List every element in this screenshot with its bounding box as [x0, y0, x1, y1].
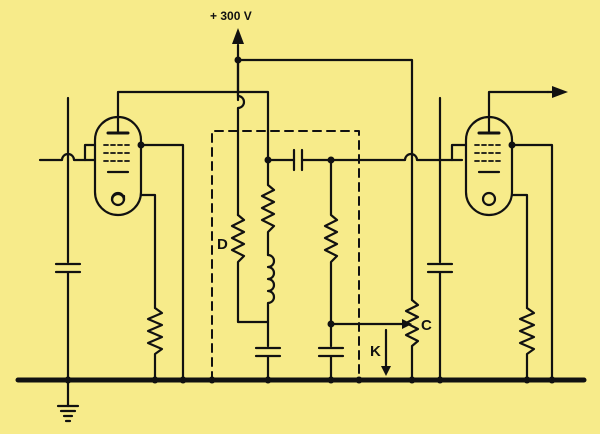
left-tube — [93, 90, 270, 217]
shield-box — [211, 130, 360, 381]
right-screen-lead — [510, 143, 554, 382]
right-tube — [464, 90, 550, 217]
right-capacitor — [426, 262, 454, 382]
right-cathode-resistor — [518, 306, 536, 382]
left-grid-link — [83, 143, 97, 162]
label-k: K — [370, 343, 381, 360]
coupling-capacitor — [292, 148, 304, 172]
left-capacitor — [54, 262, 82, 382]
left-cathode-lead — [139, 193, 157, 310]
ground-icon — [56, 378, 80, 423]
resistor-d — [230, 213, 270, 324]
left-cathode-resistor — [146, 306, 164, 382]
middle-capacitor — [254, 346, 282, 382]
output-arrow-icon — [546, 86, 568, 98]
label-c: C — [421, 317, 432, 334]
potentiometer-c — [404, 298, 420, 382]
grid-capacitor — [317, 346, 345, 382]
supply-rail — [236, 58, 414, 302]
label-d: D — [217, 236, 228, 253]
right-grid-link — [450, 143, 468, 162]
right-cathode-lead — [510, 193, 529, 310]
junction-dots — [137, 56, 556, 384]
coupling-output — [300, 152, 464, 162]
node-lead — [236, 58, 246, 217]
middle-resistor — [260, 158, 276, 257]
inductor — [266, 253, 276, 348]
wiper-arrow-icon — [381, 366, 391, 376]
grid-resistor — [323, 158, 339, 348]
supply-label: + 300 V — [210, 9, 252, 23]
left-screen-lead — [139, 143, 185, 382]
